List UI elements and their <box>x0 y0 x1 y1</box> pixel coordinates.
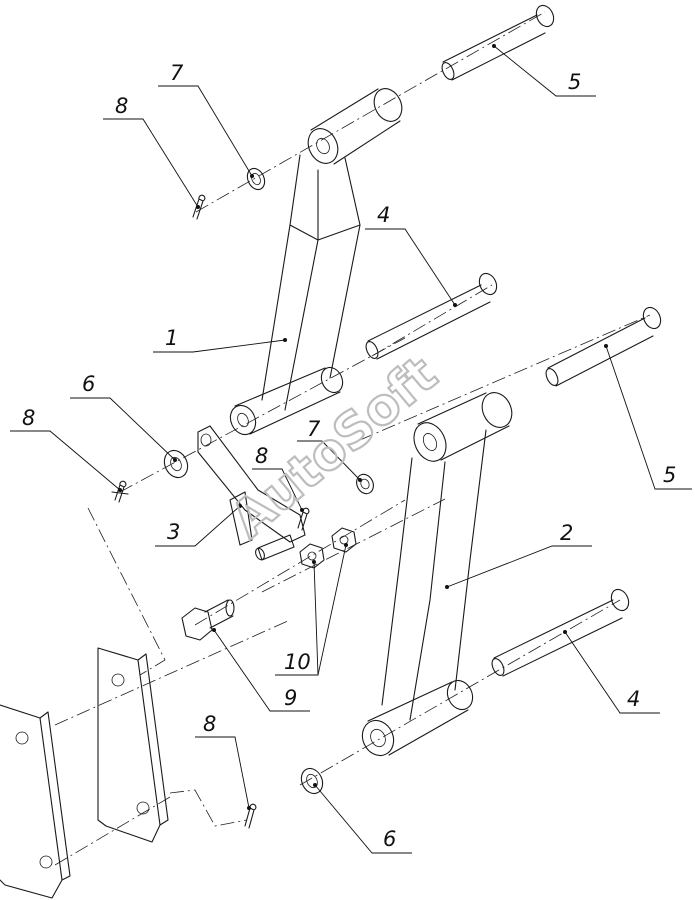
callout-10: 10 <box>284 650 311 674</box>
callout-7-mid: 7 <box>307 417 321 441</box>
callout-8-left: 8 <box>22 406 35 430</box>
callout-6-top: 6 <box>82 372 95 396</box>
callout-2: 2 <box>560 521 573 545</box>
callout-8-bottom: 8 <box>203 712 216 736</box>
pins-parts-4-5 <box>365 4 662 677</box>
callout-8-mid: 8 <box>255 444 268 468</box>
callout-7-top: 7 <box>170 61 184 85</box>
callout-1: 1 <box>165 326 178 350</box>
washers-parts-6-7 <box>163 167 374 795</box>
lower-lever-part-2 <box>361 392 513 757</box>
callout-5-top: 5 <box>568 70 581 94</box>
callout-4-top: 4 <box>377 203 390 227</box>
callout-3: 3 <box>167 520 180 544</box>
base-plates <box>0 647 169 899</box>
callout-5-right: 5 <box>663 463 676 487</box>
callout-labels: 5 7 8 4 1 6 8 7 8 5 3 2 10 9 4 8 6 <box>22 61 676 851</box>
callout-9: 9 <box>284 686 297 710</box>
callout-8-top: 8 <box>115 94 128 118</box>
callout-4-bottom: 4 <box>627 687 640 711</box>
bracket-part-3 <box>197 425 306 561</box>
leader-lines <box>10 44 692 854</box>
callout-6-bottom: 6 <box>383 827 396 851</box>
assembly-axes <box>54 11 651 866</box>
